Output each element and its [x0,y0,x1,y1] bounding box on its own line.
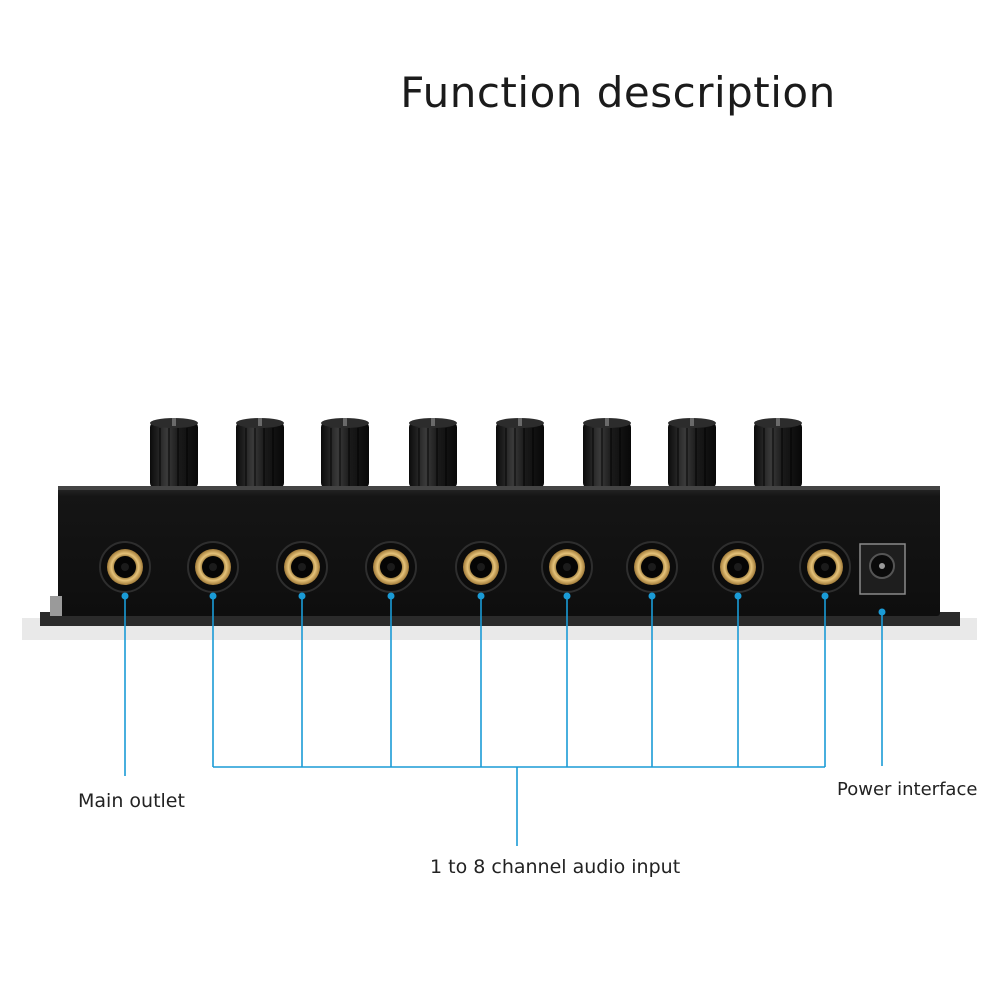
audio-jack-4 [365,541,417,593]
power-jack [859,543,906,595]
knob-4 [409,418,457,488]
audio-jack-1 [99,541,151,593]
device-foot-left [50,596,62,616]
callout-lines [121,592,886,846]
page-title: Function description [400,68,836,117]
knob-6 [583,418,631,488]
knob-5 [496,418,544,488]
audio-jack-5 [455,541,507,593]
knob-2 [236,418,284,488]
knob-1 [150,418,198,488]
audio-input-label: 1 to 8 channel audio input [430,856,681,878]
knob-7 [668,418,716,488]
device-body-highlight [58,486,940,490]
audio-jack-9 [799,541,851,593]
audio-jack-6 [541,541,593,593]
audio-jack-3 [276,541,328,593]
audio-jack-2 [187,541,239,593]
knob-row [150,418,802,488]
jack-row [99,541,851,593]
audio-jack-8 [712,541,764,593]
main-outlet-label: Main outlet [78,790,185,812]
audio-jack-7 [626,541,678,593]
knob-8 [754,418,802,488]
power-interface-label: Power interface [837,779,978,800]
knob-3 [321,418,369,488]
